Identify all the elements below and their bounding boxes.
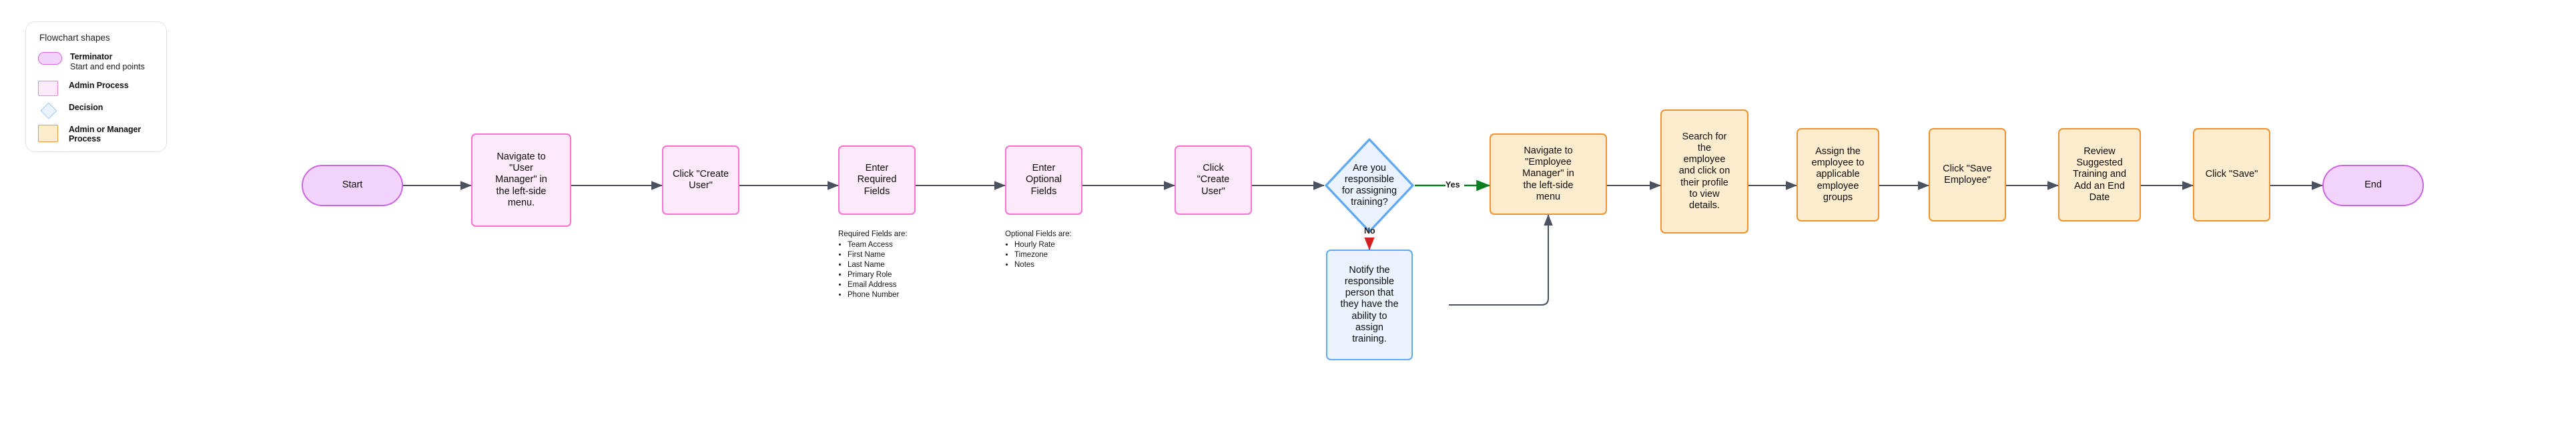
- admin-or-manager-swatch-icon: [38, 124, 61, 142]
- node-search-employee[interactable]: Search for the employee and click on the…: [1660, 109, 1748, 234]
- optional-fields-list: Hourly Rate Timezone Notes: [1005, 240, 1105, 270]
- decision-swatch-icon: [38, 102, 61, 119]
- node-click-create-user-second[interactable]: Click "Create User": [1175, 145, 1252, 215]
- terminator-swatch-icon: [38, 52, 62, 65]
- legend-sublabel-terminator: Start and end points: [70, 61, 145, 71]
- required-fields-list: Team Access First Name Last Name Primary…: [838, 240, 938, 300]
- node-click-create-user-first[interactable]: Click "Create User": [662, 145, 739, 215]
- node-review-suggested-training[interactable]: Review Suggested Training and Add an End…: [2058, 128, 2141, 222]
- annotation-required-fields: Required Fields are: Team Access First N…: [838, 230, 938, 300]
- list-item: Phone Number: [848, 290, 938, 300]
- node-decision-assigning-training[interactable]: Are you responsible for assigning traini…: [1324, 137, 1415, 234]
- legend-panel: Flowchart shapes Terminator Start and en…: [25, 21, 167, 152]
- node-assign-employee-groups[interactable]: Assign the employee to applicable employ…: [1797, 128, 1879, 222]
- list-item: Hourly Rate: [1014, 240, 1105, 250]
- node-start[interactable]: Start: [302, 165, 403, 206]
- list-item: Last Name: [848, 260, 938, 270]
- legend-item-admin-or-manager: Admin or Manager Process: [38, 124, 154, 145]
- legend-label-terminator: Terminator: [70, 52, 113, 61]
- decision-label: Are you responsible for assigning traini…: [1341, 162, 1397, 208]
- node-notify-responsible-person[interactable]: Notify the responsible person that they …: [1326, 250, 1413, 360]
- node-navigate-user-manager[interactable]: Navigate to "User Manager" in the left-s…: [471, 133, 571, 227]
- node-click-save[interactable]: Click "Save": [2193, 128, 2270, 222]
- node-end[interactable]: End: [2322, 165, 2424, 206]
- node-enter-required-fields[interactable]: Enter Required Fields: [838, 145, 916, 215]
- edge-label-no: No: [1364, 226, 1375, 236]
- list-item: Notes: [1014, 260, 1105, 270]
- legend-item-decision: Decision: [38, 102, 154, 119]
- node-click-save-employee[interactable]: Click "Save Employee": [1929, 128, 2006, 222]
- legend-label-admin-or-manager: Admin or Manager Process: [69, 124, 141, 144]
- list-item: Email Address: [848, 280, 938, 290]
- legend-label-admin-process: Admin Process: [69, 80, 129, 90]
- list-item: Team Access: [848, 240, 938, 250]
- list-item: Primary Role: [848, 270, 938, 280]
- required-fields-heading: Required Fields are:: [838, 230, 908, 238]
- legend-item-admin-process: Admin Process: [38, 80, 154, 96]
- edge-label-yes: Yes: [1445, 180, 1460, 189]
- legend-label-decision: Decision: [69, 102, 103, 112]
- optional-fields-heading: Optional Fields are:: [1005, 230, 1072, 238]
- list-item: Timezone: [1014, 250, 1105, 260]
- annotation-optional-fields: Optional Fields are: Hourly Rate Timezon…: [1005, 230, 1105, 270]
- admin-process-swatch-icon: [38, 80, 61, 96]
- legend-title: Flowchart shapes: [39, 33, 110, 43]
- legend-item-terminator: Terminator Start and end points: [38, 52, 154, 72]
- node-navigate-employee-manager[interactable]: Navigate to "Employee Manager" in the le…: [1490, 133, 1607, 215]
- decision-diamond-icon: [1325, 138, 1414, 233]
- node-enter-optional-fields[interactable]: Enter Optional Fields: [1005, 145, 1082, 215]
- list-item: First Name: [848, 250, 938, 260]
